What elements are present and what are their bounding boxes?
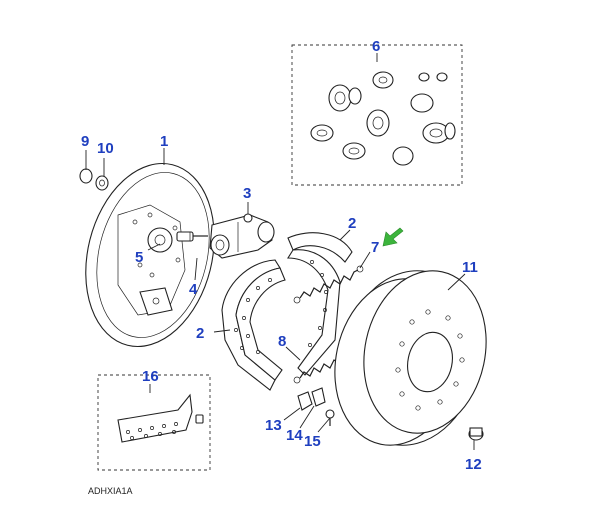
strap-kit-group: [97, 374, 211, 471]
reference-code: ADHXIA1A: [88, 486, 133, 496]
callout-8: 8: [278, 333, 286, 350]
brake-shoe-upper: [287, 232, 353, 376]
callout-6: 6: [372, 38, 380, 55]
seal-kit-parts: [310, 71, 456, 166]
wheel-cylinder: [209, 213, 275, 259]
highlight-arrow: [382, 227, 404, 247]
callout-5: 5: [135, 249, 143, 266]
callout-15: 15: [304, 433, 321, 450]
brake-strap: [117, 393, 193, 443]
leader-lines: [85, 148, 475, 450]
seal-kit-frame: [291, 44, 463, 186]
upper-return-spring: [293, 265, 364, 304]
callout-10: 10: [97, 140, 114, 157]
callout-labels: 1 2 2 3 4 5 6 7 8 9 10 11 12 13 14 15 16: [81, 38, 482, 473]
drum-plug: [468, 427, 484, 441]
strap-pin: [195, 414, 204, 424]
callout-3: 3: [243, 185, 251, 202]
callout-14: 14: [286, 427, 303, 444]
callout-12: 12: [465, 456, 482, 473]
callout-13: 13: [265, 417, 282, 434]
backing-plate: [85, 162, 215, 348]
callout-2-right: 2: [348, 215, 356, 232]
callout-7: 7: [371, 239, 379, 256]
strap-kit-frame: [97, 374, 211, 471]
callout-1: 1: [160, 133, 168, 150]
callout-9: 9: [81, 133, 89, 150]
callout-2-left: 2: [196, 325, 204, 342]
callout-11: 11: [462, 259, 478, 276]
seal-kit-group: [291, 44, 463, 186]
brake-shoe-lower: [221, 259, 286, 391]
nut: [79, 168, 93, 184]
callout-16: 16: [142, 368, 159, 385]
bleed-screw: [176, 231, 208, 242]
brake-drum: [334, 270, 487, 446]
adjuster-hardware: [297, 387, 335, 426]
callout-4: 4: [189, 281, 198, 298]
washer: [95, 175, 109, 191]
